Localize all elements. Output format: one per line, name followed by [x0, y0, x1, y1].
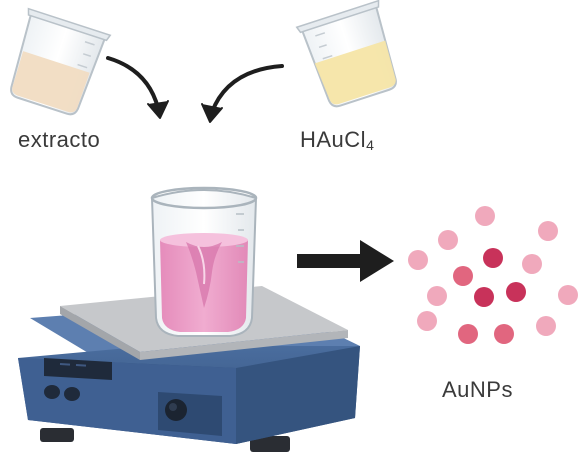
nanoparticle-icon: [522, 254, 542, 274]
nanoparticle-icon: [494, 324, 514, 344]
nanoparticle-icon: [417, 311, 437, 331]
nanoparticle-icon: [506, 282, 526, 302]
nanoparticle-icon: [458, 324, 478, 344]
pouring-beaker-extract-icon: [10, 7, 112, 116]
nanoparticle-icon: [558, 285, 578, 305]
extract-label: extracto: [18, 127, 101, 152]
nanoparticle-icon: [427, 286, 447, 306]
nanoparticle-icon: [538, 221, 558, 241]
nanoparticle-icon: [453, 266, 473, 286]
nanoparticle-icon: [483, 248, 503, 268]
nanoparticle-icon: [475, 206, 495, 226]
gold-salt-label: HAuCl4: [300, 127, 374, 153]
curved-arrow-icon: [106, 56, 284, 123]
nanoparticles: [408, 206, 578, 344]
nanoparticle-icon: [438, 230, 458, 250]
pouring-beaker-gold-salt-icon: [295, 0, 397, 108]
gold-salt-main: HAuCl: [300, 127, 367, 152]
product-label: AuNPs: [442, 377, 513, 402]
beaker-icon: [150, 186, 258, 337]
nanoparticle-icon: [536, 316, 556, 336]
nanoparticle-icon: [474, 287, 494, 307]
nanoparticle-icon: [408, 250, 428, 270]
gold-salt-subscript: 4: [366, 137, 375, 153]
reaction-arrow-icon: [297, 240, 394, 282]
